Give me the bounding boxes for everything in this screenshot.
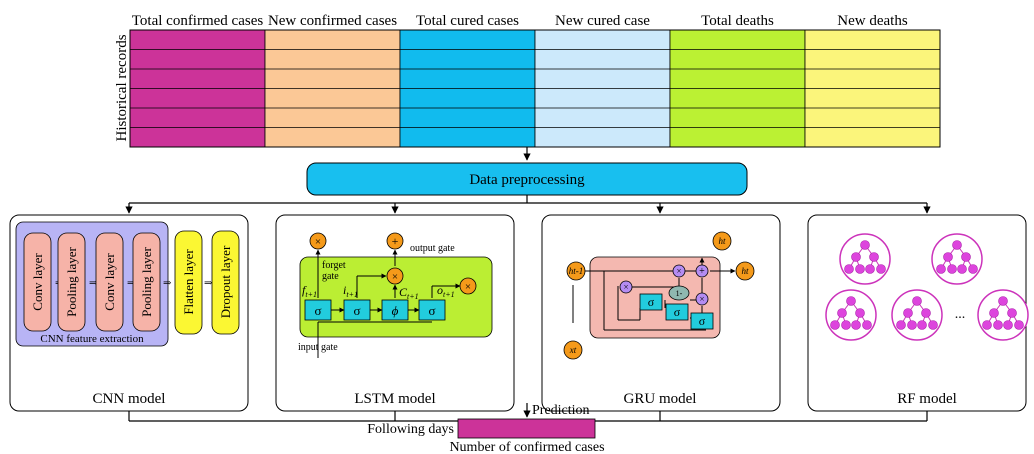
column-header-5: New deaths	[837, 13, 908, 29]
column-header-0: Total confirmed cases	[132, 13, 264, 29]
lstm-c-sym: Ct+1	[399, 285, 419, 301]
gru-sigma-1: σ	[648, 295, 655, 309]
cnn-extra-layer-label-0: Flatten layer	[181, 249, 196, 315]
gru-h-prev: ht-1	[569, 266, 584, 276]
lstm-i-sym: it+1	[343, 283, 358, 299]
historical-records-label: Historical records	[114, 34, 130, 141]
cnn-layer-1	[57, 232, 86, 332]
gru-plus: +	[699, 266, 705, 277]
cnn-model-caption: CNN model	[93, 391, 166, 407]
gru-x-in: xt	[569, 345, 577, 355]
cnn-extra-layer-0	[174, 230, 203, 335]
data-preprocessing-label: Data preprocessing	[469, 172, 585, 188]
cnn-layer-0	[23, 232, 52, 332]
column-header-3: New cured case	[555, 13, 650, 29]
lstm-times-3: ×	[465, 281, 471, 293]
rf-trees	[825, 233, 1029, 341]
prediction-label: Prediction	[532, 403, 590, 418]
gru-h-out-right: ht	[741, 266, 749, 276]
lstm-model-caption: LSTM model	[354, 391, 435, 407]
cnn-arrow: ⇒	[204, 278, 213, 289]
table-border	[129, 29, 941, 148]
rf-model-caption: RF model	[897, 391, 957, 407]
gru-one-minus: 1-	[676, 289, 683, 298]
cnn-arrow: ⇒	[127, 278, 136, 289]
cnn-extra-layer-1	[211, 230, 240, 335]
lstm-phi: ϕ	[392, 303, 399, 318]
lstm-sigma-boxes	[304, 299, 446, 321]
gru-sigma-3: σ	[699, 314, 706, 328]
gru-sigma-2: σ	[674, 305, 681, 319]
gru-times-1: ×	[623, 282, 628, 292]
cnn-layer-label-0: Conv layer	[30, 253, 45, 311]
lstm-plus: +	[392, 234, 399, 248]
cnn-layer-label-3: Pooling layer	[139, 246, 154, 316]
cnn-layer-label-2: Conv layer	[102, 253, 117, 311]
gru-model-caption: GRU model	[624, 391, 697, 407]
column-header-4: Total deaths	[701, 13, 774, 29]
lstm-sigma-1: σ	[314, 303, 321, 318]
lstm-times-1: ×	[315, 236, 321, 248]
confirmed-cases-output-label: Number of confirmed cases	[449, 440, 604, 454]
lstm-times-2: ×	[392, 271, 398, 283]
rf-tree	[891, 289, 943, 341]
cnn-extra-layer-label-1: Dropout layer	[218, 245, 233, 318]
cnn-layer-3	[132, 232, 161, 332]
rf-tree	[825, 289, 877, 341]
following-days-label: Following days	[367, 422, 454, 437]
cnn-layers: Conv layer⇒Pooling layer⇒Conv layer⇒Pool…	[23, 230, 240, 335]
lstm-sigma-2: σ	[353, 303, 360, 318]
lstm-sigma-3: σ	[428, 303, 435, 318]
gru-sigma-boxes	[639, 293, 714, 330]
confirmed-cases-output-box	[457, 418, 596, 439]
lstm-o-sym: ot+1	[437, 283, 455, 299]
lstm-input-gate-label: input gate	[298, 342, 338, 353]
cnn-layer-label-1: Pooling layer	[64, 246, 79, 316]
rf-ellipsis: ...	[955, 307, 966, 322]
gru-operators	[619, 264, 709, 306]
rf-tree	[839, 233, 891, 285]
rf-tree	[931, 233, 983, 285]
cnn-arrow: ⇒	[163, 278, 172, 289]
gru-io-nodes	[563, 231, 755, 360]
lstm-operators	[309, 232, 477, 295]
cnn-layer-2	[95, 232, 124, 332]
lstm-output-gate-label: output gate	[410, 243, 455, 254]
cnn-group-label: CNN feature extraction	[40, 333, 144, 345]
gru-times-2: ×	[676, 266, 681, 276]
column-header-1: New confirmed cases	[268, 13, 397, 29]
rf-tree	[977, 289, 1029, 341]
gru-h-out-top: ht	[718, 236, 726, 246]
column-header-2: Total cured cases	[416, 13, 519, 29]
lstm-wiring	[315, 249, 461, 358]
cnn-feature-group	[15, 221, 169, 347]
lstm-f-sym: ft+1	[302, 283, 317, 299]
cnn-arrow: ⇒	[89, 278, 98, 289]
gru-times-3: ×	[699, 294, 704, 304]
